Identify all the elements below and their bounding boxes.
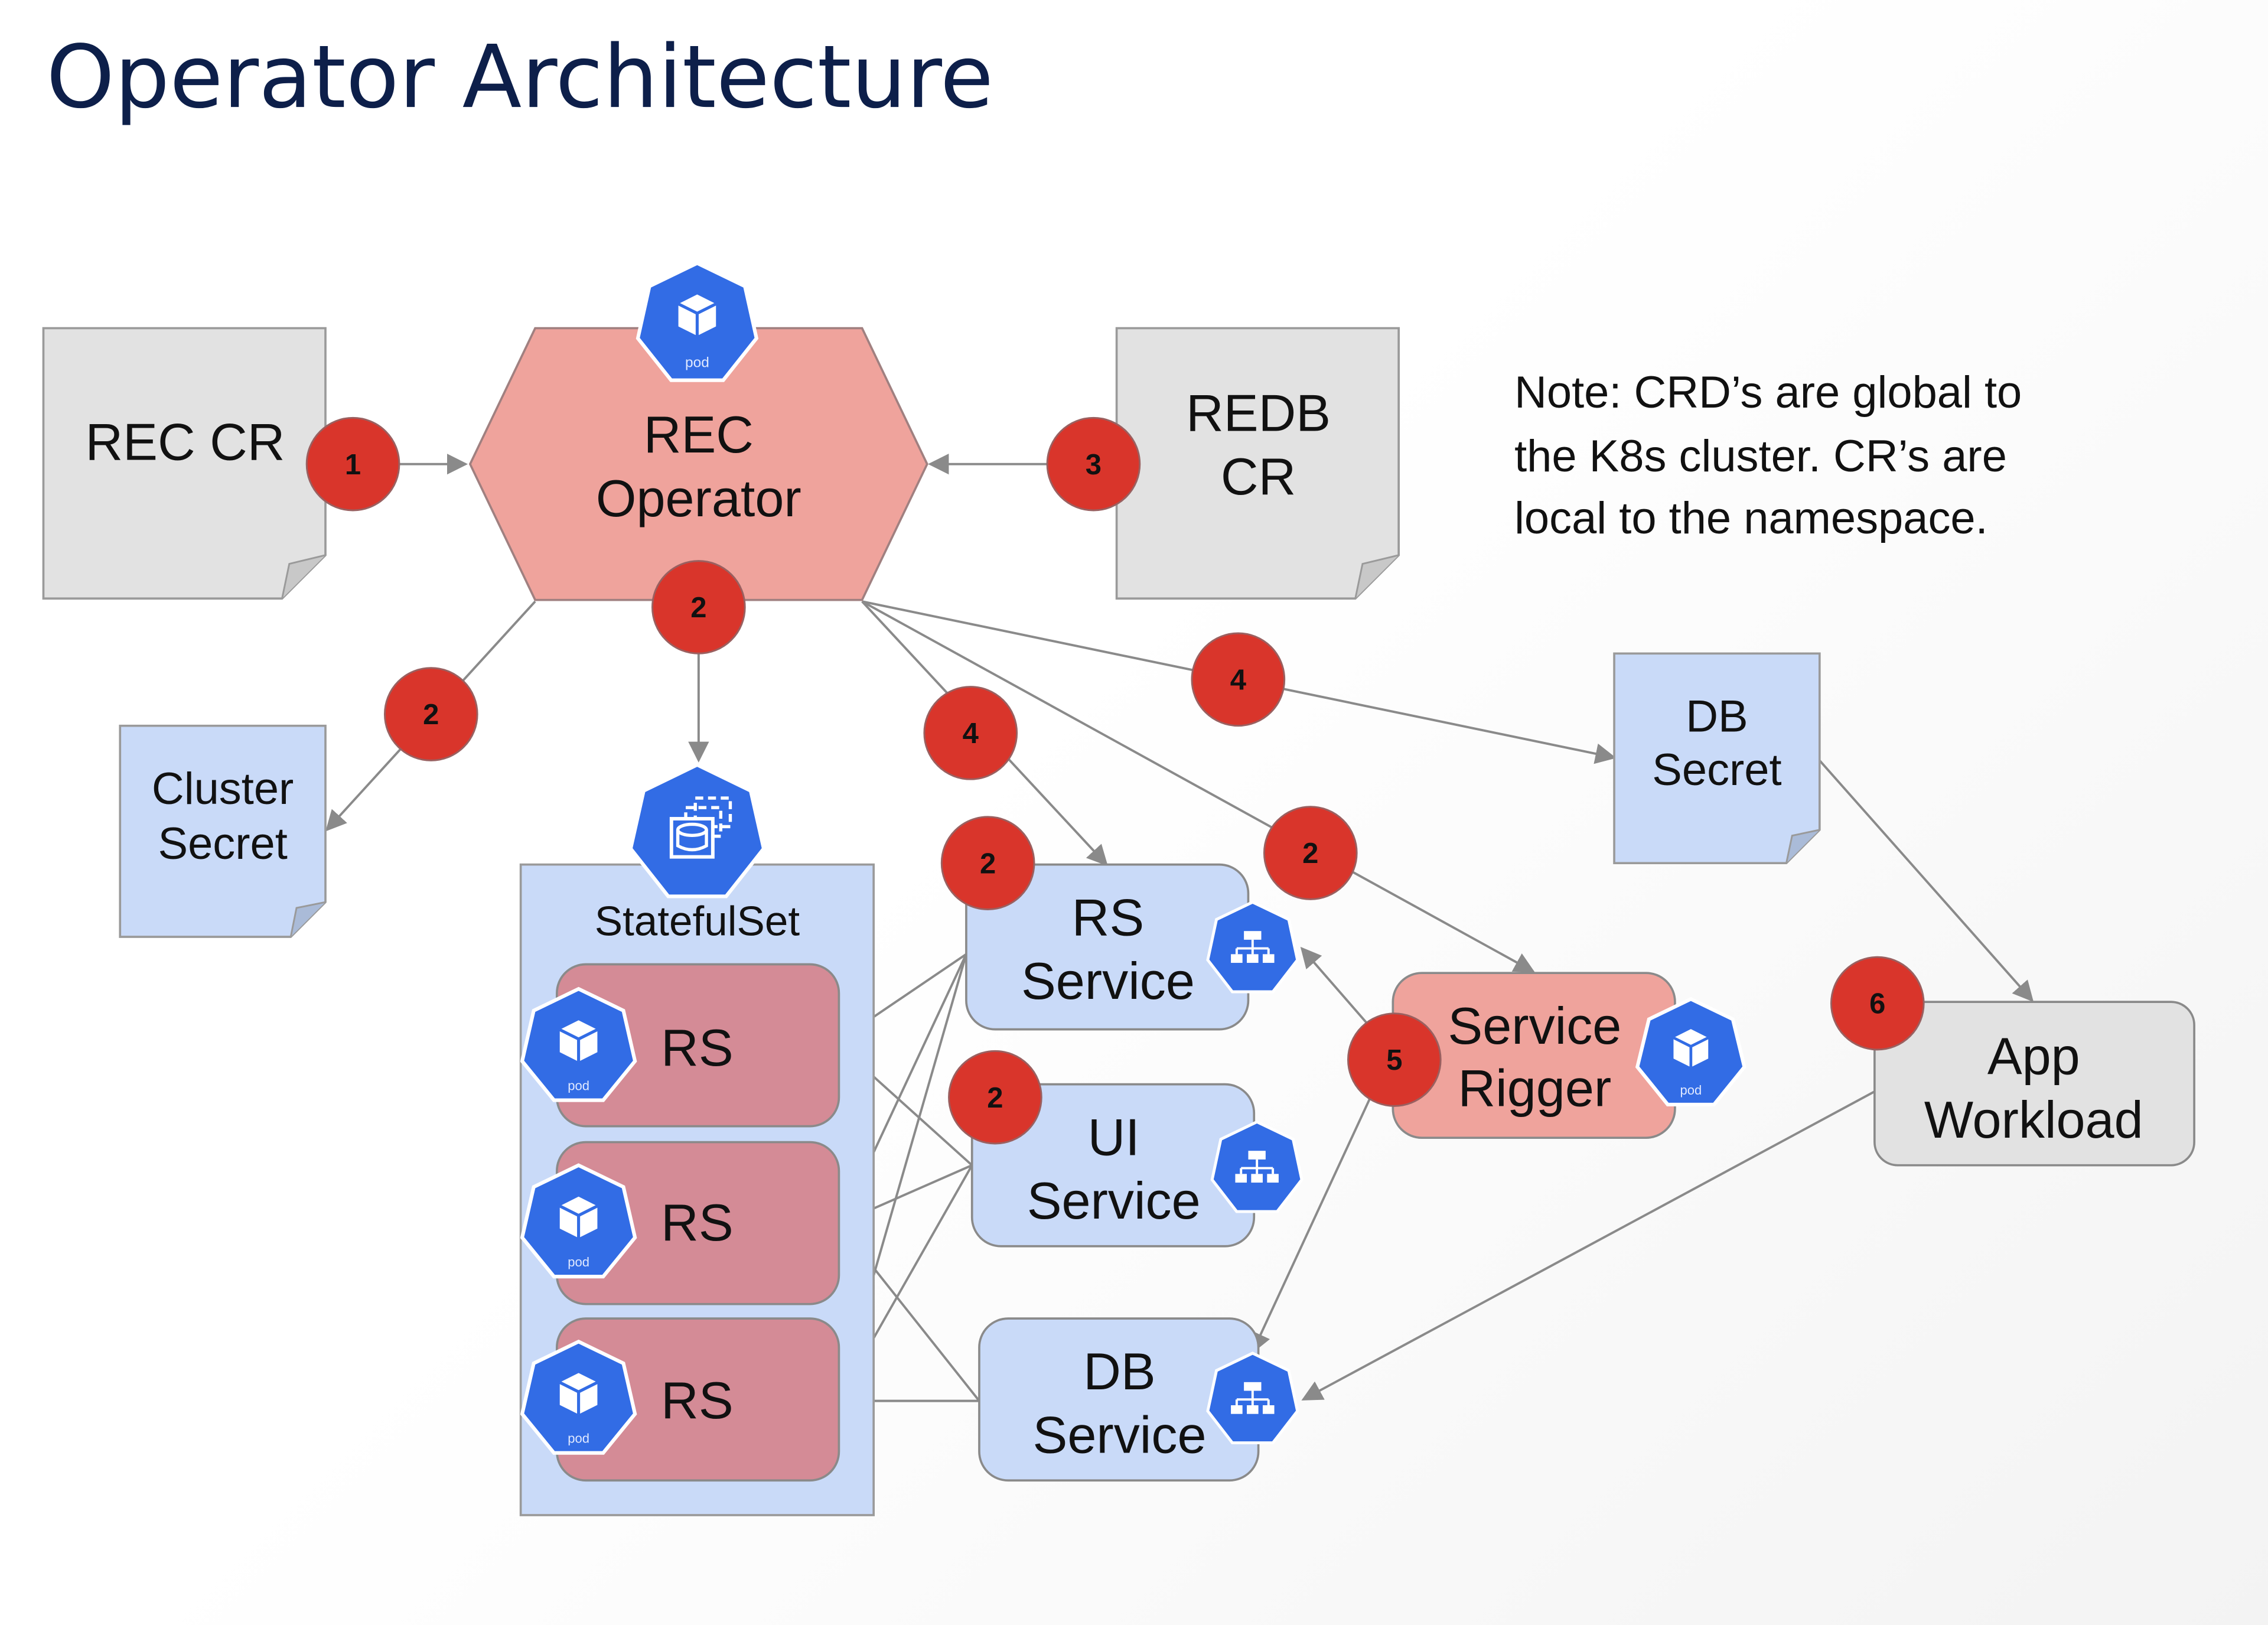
db-secret-label: DB bbox=[1686, 691, 1748, 741]
step-badges: 1 3 2 2 4 4 2 2 2 5 6 bbox=[305, 416, 1925, 1145]
svg-text:5: 5 bbox=[1386, 1044, 1402, 1076]
service-rigger-node[interactable]: Service Rigger pod bbox=[1392, 972, 1746, 1139]
rec-cr-node[interactable]: REC CR bbox=[42, 327, 327, 600]
service-icon bbox=[1206, 900, 1299, 994]
statefulset-icon bbox=[628, 763, 766, 898]
step-badge: 2 bbox=[1263, 806, 1358, 900]
svg-text:2: 2 bbox=[423, 699, 439, 731]
edge-dbsecret-app bbox=[1819, 760, 2034, 1002]
rs-pod-label: RS bbox=[661, 1371, 733, 1429]
svg-text:2: 2 bbox=[690, 592, 706, 624]
db-secret-node[interactable]: DB Secret bbox=[1613, 652, 1821, 864]
rs-service-label: RS bbox=[1072, 888, 1144, 947]
step-badge: 2 bbox=[940, 816, 1035, 910]
edge-rigger-rsservice bbox=[1300, 946, 1371, 1028]
pod-icon: pod bbox=[520, 1163, 637, 1279]
svg-text:pod: pod bbox=[1680, 1083, 1702, 1098]
svg-text:pod: pod bbox=[568, 1078, 589, 1093]
pod-icon: pod bbox=[520, 986, 637, 1102]
rs-service-node[interactable]: RS Service bbox=[965, 863, 1299, 1031]
note-text: Note: CRD’s are global to the K8s cluste… bbox=[1514, 367, 2022, 543]
note-line: the K8s cluster. CR’s are bbox=[1514, 431, 2007, 481]
svg-text:1: 1 bbox=[345, 449, 361, 481]
cluster-secret-label: Cluster bbox=[152, 764, 294, 814]
app-workload-label: App bbox=[1987, 1027, 2080, 1086]
svg-text:2: 2 bbox=[1302, 838, 1318, 870]
rec-cr-label: REC CR bbox=[86, 412, 285, 471]
service-rigger-label: Service bbox=[1448, 997, 1621, 1055]
app-workload-label: Workload bbox=[1924, 1090, 2143, 1149]
rs-pod[interactable]: RS pod bbox=[520, 1317, 840, 1482]
db-service-node[interactable]: DB Service bbox=[978, 1317, 1299, 1482]
service-icon bbox=[1206, 1352, 1299, 1445]
redb-cr-label: REDB bbox=[1186, 383, 1331, 442]
svg-text:4: 4 bbox=[963, 718, 979, 750]
svg-text:2: 2 bbox=[987, 1082, 1003, 1114]
svg-text:4: 4 bbox=[1230, 664, 1246, 696]
cluster-secret-node[interactable]: Cluster Secret bbox=[119, 724, 327, 938]
app-workload-node[interactable]: App Workload bbox=[1873, 1001, 2195, 1167]
pod-icon: pod bbox=[520, 1339, 637, 1455]
rec-operator-label: REC bbox=[644, 405, 754, 464]
page-title: Operator Architecture bbox=[46, 27, 993, 128]
svg-text:3: 3 bbox=[1086, 449, 1102, 481]
svg-text:pod: pod bbox=[568, 1255, 589, 1269]
statefulset-label: StatefulSet bbox=[595, 898, 800, 945]
step-badge: 1 bbox=[305, 416, 400, 512]
pod-icon: pod bbox=[1635, 997, 1746, 1106]
svg-text:2: 2 bbox=[980, 848, 996, 880]
redb-cr-label: CR bbox=[1221, 447, 1296, 506]
step-badge: 4 bbox=[1191, 632, 1286, 727]
rs-service-label: Service bbox=[1021, 952, 1195, 1010]
ui-service-label: Service bbox=[1027, 1171, 1201, 1230]
step-badge: 2 bbox=[651, 560, 746, 654]
db-service-label: Service bbox=[1033, 1406, 1207, 1464]
step-badge: 6 bbox=[1830, 956, 1925, 1051]
step-badge: 3 bbox=[1046, 416, 1141, 512]
rs-pod[interactable]: RS pod bbox=[520, 963, 840, 1128]
step-badge: 5 bbox=[1347, 1012, 1442, 1107]
ui-service-node[interactable]: UI Service bbox=[970, 1083, 1304, 1248]
db-secret-label: Secret bbox=[1652, 745, 1781, 795]
svg-text:6: 6 bbox=[1869, 988, 1885, 1020]
note-line: local to the namespace. bbox=[1514, 493, 1988, 543]
rec-operator-node[interactable]: REC Operator pod bbox=[468, 261, 928, 601]
svg-text:pod: pod bbox=[568, 1431, 589, 1446]
redb-cr-node[interactable]: REDB CR bbox=[1115, 327, 1400, 600]
ui-service-label: UI bbox=[1088, 1108, 1140, 1167]
step-badge: 4 bbox=[923, 686, 1018, 780]
rs-pod-label: RS bbox=[661, 1193, 733, 1252]
note-line: Note: CRD’s are global to bbox=[1514, 367, 2022, 418]
step-badge: 2 bbox=[383, 667, 478, 761]
edge-app-dbservice bbox=[1301, 1090, 1875, 1401]
step-badge: 2 bbox=[948, 1050, 1042, 1145]
service-icon bbox=[1210, 1120, 1304, 1213]
edge-rigger-dbservice bbox=[1251, 1098, 1371, 1354]
rs-pod-label: RS bbox=[661, 1018, 733, 1077]
edge-operator-rigger bbox=[861, 600, 1536, 973]
service-rigger-label: Rigger bbox=[1458, 1059, 1612, 1117]
cluster-secret-label: Secret bbox=[158, 819, 287, 869]
rs-pod[interactable]: RS pod bbox=[520, 1141, 840, 1305]
rec-operator-label: Operator bbox=[596, 469, 801, 527]
db-service-label: DB bbox=[1083, 1342, 1155, 1401]
pod-icon: pod bbox=[636, 261, 759, 382]
pod-icon-text: pod bbox=[685, 355, 709, 371]
